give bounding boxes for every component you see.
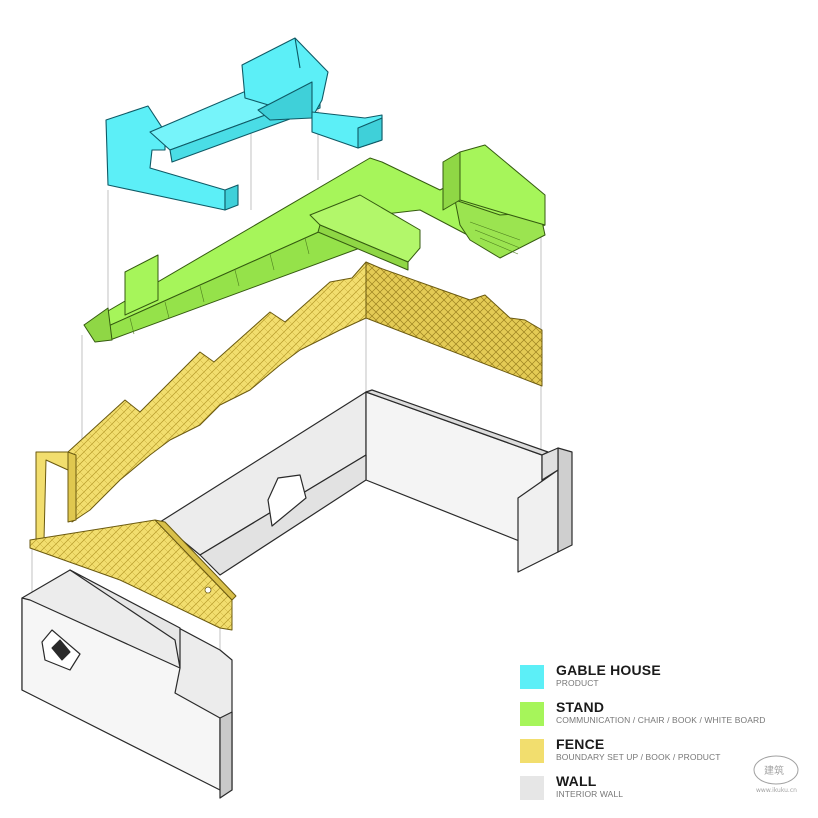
- legend-title: STAND: [556, 699, 605, 715]
- fence-gate-post: [35, 451, 69, 545]
- wall-layer: [21, 389, 573, 799]
- fence-right-panel: [365, 261, 543, 387]
- legend-title: FENCE: [556, 736, 605, 752]
- legend-title: WALL: [556, 773, 597, 789]
- legend: GABLE HOUSE PRODUCT STAND COMMUNICATION …: [520, 662, 810, 810]
- legend-item-wall: WALL INTERIOR WALL: [520, 773, 810, 810]
- watermark-logo: 建筑 www.ikuku.cn: [753, 755, 799, 794]
- legend-subtitle: PRODUCT: [556, 678, 599, 688]
- legend-swatch-stand: [520, 702, 544, 726]
- wall-right-panel: [365, 391, 543, 551]
- fence-layer: [29, 261, 543, 631]
- legend-subtitle: BOUNDARY SET UP / BOOK / PRODUCT: [556, 752, 721, 762]
- legend-item-fence: FENCE BOUNDARY SET UP / BOOK / PRODUCT: [520, 736, 810, 773]
- legend-swatch-wall: [520, 776, 544, 800]
- legend-item-gable-house: GABLE HOUSE PRODUCT: [520, 662, 810, 699]
- wall-window-opening: [267, 474, 307, 527]
- legend-subtitle: COMMUNICATION / CHAIR / BOOK / WHITE BOA…: [556, 715, 766, 725]
- gable-house-layer: [105, 37, 383, 211]
- gable-left-end: [105, 105, 226, 211]
- legend-subtitle: INTERIOR WALL: [556, 789, 624, 799]
- stand-layer: [83, 144, 546, 343]
- legend-swatch-gable-house: [520, 665, 544, 689]
- fence-stepped-panel: [67, 261, 367, 523]
- legend-item-stand: STAND COMMUNICATION / CHAIR / BOOK / WHI…: [520, 699, 810, 736]
- legend-swatch-fence: [520, 739, 544, 763]
- watermark-text: 建筑: [764, 764, 784, 777]
- watermark-url: www.ikuku.cn: [756, 787, 797, 794]
- stand-white-board: [124, 254, 159, 316]
- legend-title: GABLE HOUSE: [556, 662, 661, 678]
